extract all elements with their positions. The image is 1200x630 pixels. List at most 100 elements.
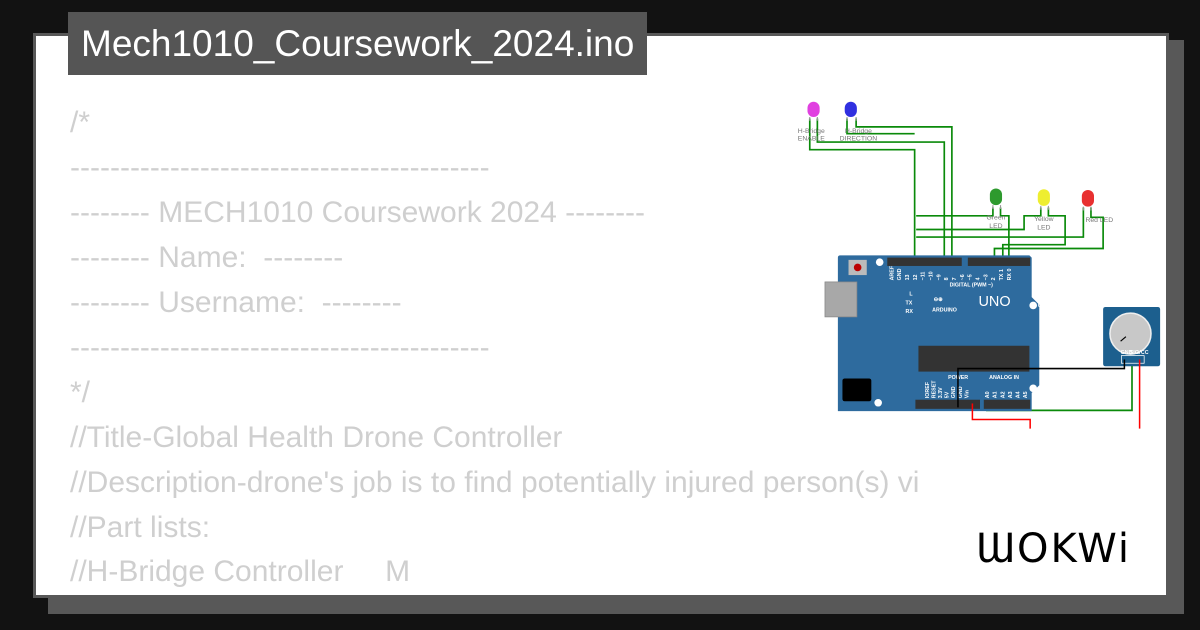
mount-hole [1029,384,1037,393]
pin-label: 2 [991,277,997,280]
code-line: -------- Username: -------- [70,286,402,319]
led-label: ENABLE [798,136,825,143]
digital-label: DIGITAL (PWM ~) [950,282,994,288]
pin-label: ~10 [929,271,935,280]
circuit-diagram: H-Bridge ENABLE H-Bridge DIRECTION Green… [798,101,1161,429]
led-body [807,101,820,117]
pin-label: RESET [932,380,938,398]
code-line: //Description-drone's job is to find pot… [70,466,920,499]
pin-label: SIG [1130,350,1139,356]
led-body [844,101,857,117]
code-line: /* [70,106,91,139]
code-line: -------- MECH1010 Coursework 2024 ------… [70,196,646,229]
pin-label: GND [951,386,957,398]
wire [855,118,953,264]
pin-label: GND [958,386,964,398]
led-label: DIRECTION [840,136,878,143]
pin-label: GND [1121,350,1133,356]
pin-label: 5V [945,391,951,398]
pin-label: ~9 [936,274,942,280]
arduino-logo-icon: ⊖⊕ [934,297,943,303]
vin-wire [971,403,1031,429]
pin-label: A4 [1016,391,1022,398]
pin-label: GND [897,268,903,280]
code-line: //Part lists: [70,511,211,544]
mount-hole [1029,301,1037,310]
pin-label: RX 0 [1007,269,1013,281]
led-label: H-Bridge [798,128,825,135]
pin-label: IOREF [925,381,931,398]
sketch-title: Mech1010_Coursework_2024.ino [68,12,648,75]
arduino-board [837,255,1040,412]
led-legs [809,117,1092,211]
mount-hole [875,258,884,266]
wire [999,207,1010,264]
mount-hole [874,398,882,407]
led-h-bridge-enable[interactable]: H-Bridge ENABLE [798,101,825,143]
knob-indicator [1120,336,1127,342]
led-label: H-Bridge [845,128,872,135]
digital-header-right[interactable] [967,257,1031,266]
led-label: Red LED [1085,217,1113,224]
power-wires [957,359,1141,429]
pin-label: ~3 [983,274,989,280]
arduino-uno[interactable]: DIGITAL (PWM ~) ARDUINO UNO ⊖⊕ ON L TX R… [824,255,1046,412]
power-header[interactable] [915,399,980,409]
ground-wire [957,359,1126,408]
digital-header-left[interactable] [887,257,962,266]
wire [993,207,1104,264]
pin-label: Vin [964,390,970,398]
led-label: Green [986,215,1005,222]
led-label: LED [989,223,1002,230]
led-yellow[interactable]: Yellow LED [1034,189,1054,231]
usb-port [824,281,858,318]
wire [808,118,916,264]
pin-label: A5 [1023,391,1029,398]
arduino-model: UNO [978,294,1010,310]
analog-header[interactable] [983,399,1031,409]
code-line: */ [70,376,91,409]
led-green[interactable]: Green LED [986,188,1006,230]
pin-label: ~11 [921,272,927,281]
led-h-bridge-direction[interactable]: H-Bridge DIRECTION [840,101,878,143]
potentiometer-knob[interactable] [1109,312,1152,355]
led-label: LED [1037,224,1050,231]
wire [916,207,1085,238]
potentiometer[interactable]: GND SIG VCC [1103,307,1161,367]
code-line: -------- Name: -------- [70,241,344,274]
led-body [1037,189,1050,206]
pin-label: 4 [975,277,981,280]
pin-label: A1 [993,391,999,398]
pin-label: ~5 [968,274,974,280]
code-line: ----------------------------------------… [70,331,490,364]
wire [916,207,1042,231]
pin-label: 12 [913,274,919,280]
led-l-label: L [909,292,913,298]
arduino-brand: ARDUINO [932,308,957,314]
pin-header [1120,355,1145,364]
led-red[interactable]: Red LED [1081,189,1113,224]
atmega-chip [918,345,1030,372]
led-tx-label: TX [906,301,913,307]
code-line: //H-Bridge Controller M [70,555,411,588]
pin-label: AREF [889,265,895,280]
pin-label: 7 [952,277,958,280]
wire [846,118,915,135]
pin-label: A2 [1000,391,1006,398]
wire [916,207,994,217]
power-jack [842,378,872,402]
analog-label: ANALOG IN [989,375,1019,381]
led-body [1081,189,1094,207]
led-rx-label: RX [906,309,914,315]
pin-label: 3.3V [938,387,944,398]
pin-label: VCC [1137,350,1148,356]
pin-label: A3 [1008,391,1014,398]
led-label: Yellow [1034,216,1054,223]
on-label: ON [1038,303,1046,309]
reset-button[interactable] [853,263,862,272]
code-line: //Title-Global Health Drone Controller [70,421,563,454]
pin-label: 13 [905,274,911,280]
led-body [989,188,1003,206]
